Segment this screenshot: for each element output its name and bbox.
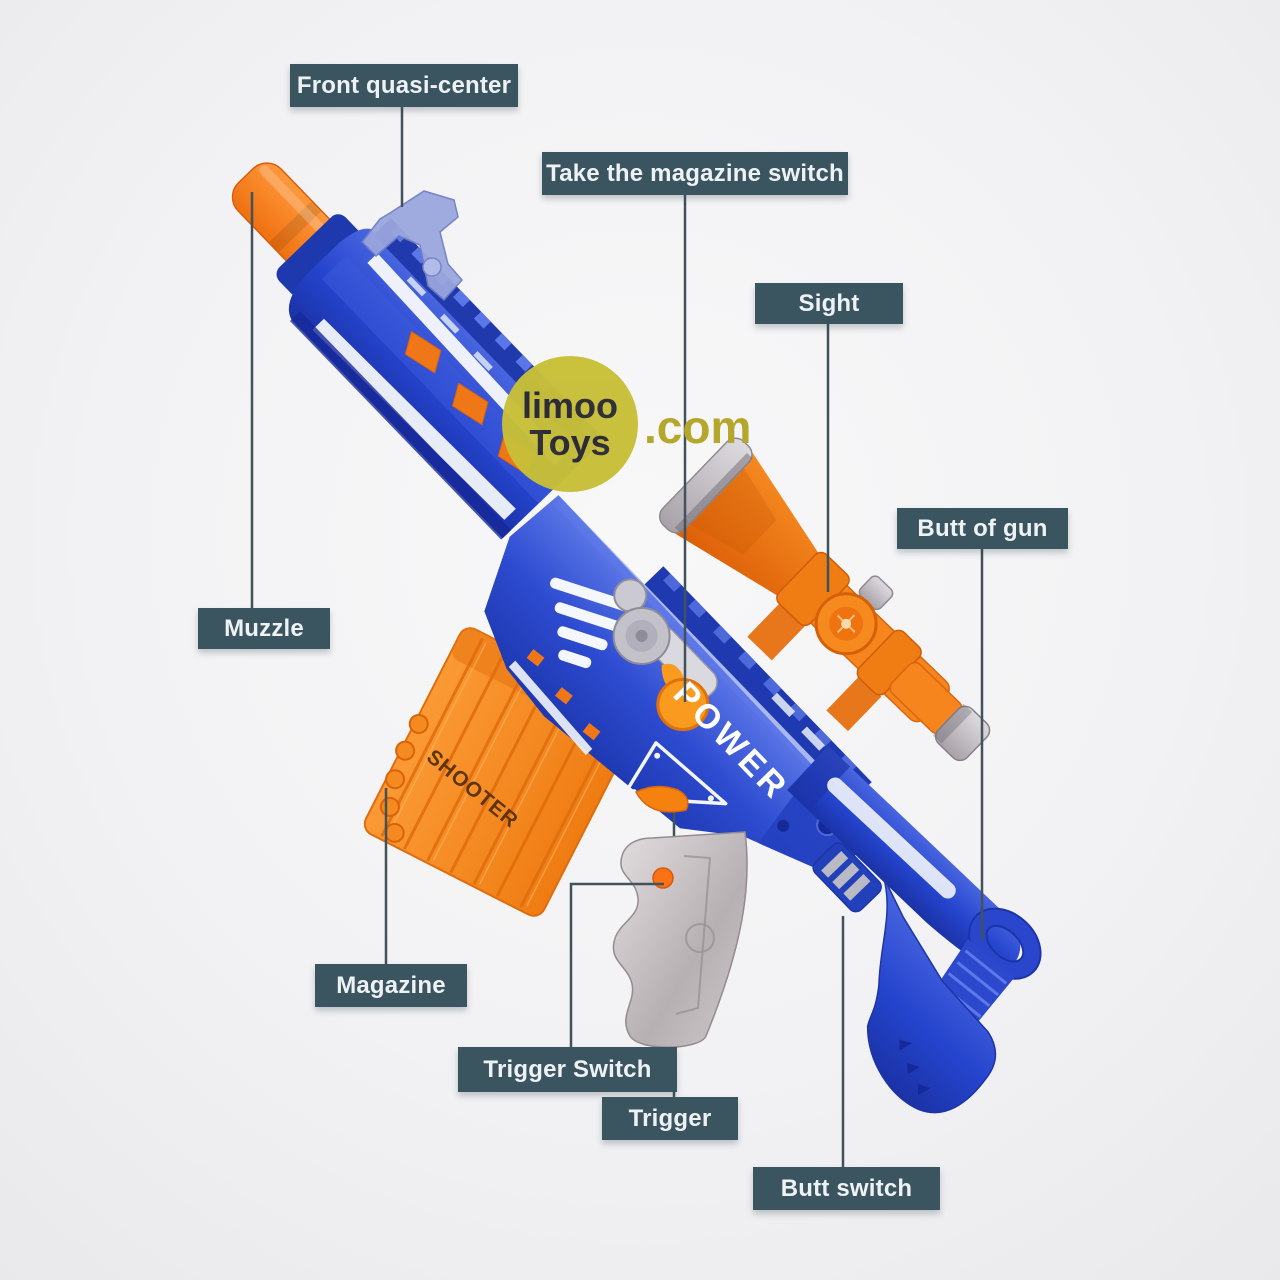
label-front-quasi-center: Front quasi-center	[290, 64, 518, 107]
trigger-illustration	[634, 785, 689, 813]
handle-joint-detail	[422, 257, 442, 277]
receiver-illustration: POWER	[484, 495, 872, 875]
label-butt-of-gun: Butt of gun	[897, 508, 1068, 549]
label-take-magazine-switch: Take the magazine switch	[542, 152, 848, 195]
grip-illustration	[612, 831, 748, 1048]
scope-knob-detail	[814, 592, 878, 656]
scope-illustration	[658, 437, 991, 762]
label-trigger-switch: Trigger Switch	[458, 1047, 677, 1092]
label-trigger: Trigger	[602, 1097, 738, 1140]
leader-line-trigger-switch	[569, 882, 664, 1047]
leader-lines	[250, 107, 984, 1167]
label-muzzle: Muzzle	[198, 608, 330, 649]
label-magazine: Magazine	[315, 964, 467, 1007]
stock-illustration	[787, 746, 1042, 1114]
grip-screw-detail	[685, 923, 715, 953]
label-butt-switch: Butt switch	[753, 1167, 940, 1210]
butt-switch-illustration	[812, 842, 882, 913]
mag-release-button	[656, 663, 710, 732]
label-sight: Sight	[755, 283, 903, 324]
carry-handle-illustration	[361, 190, 464, 302]
gear-detail	[612, 578, 671, 665]
